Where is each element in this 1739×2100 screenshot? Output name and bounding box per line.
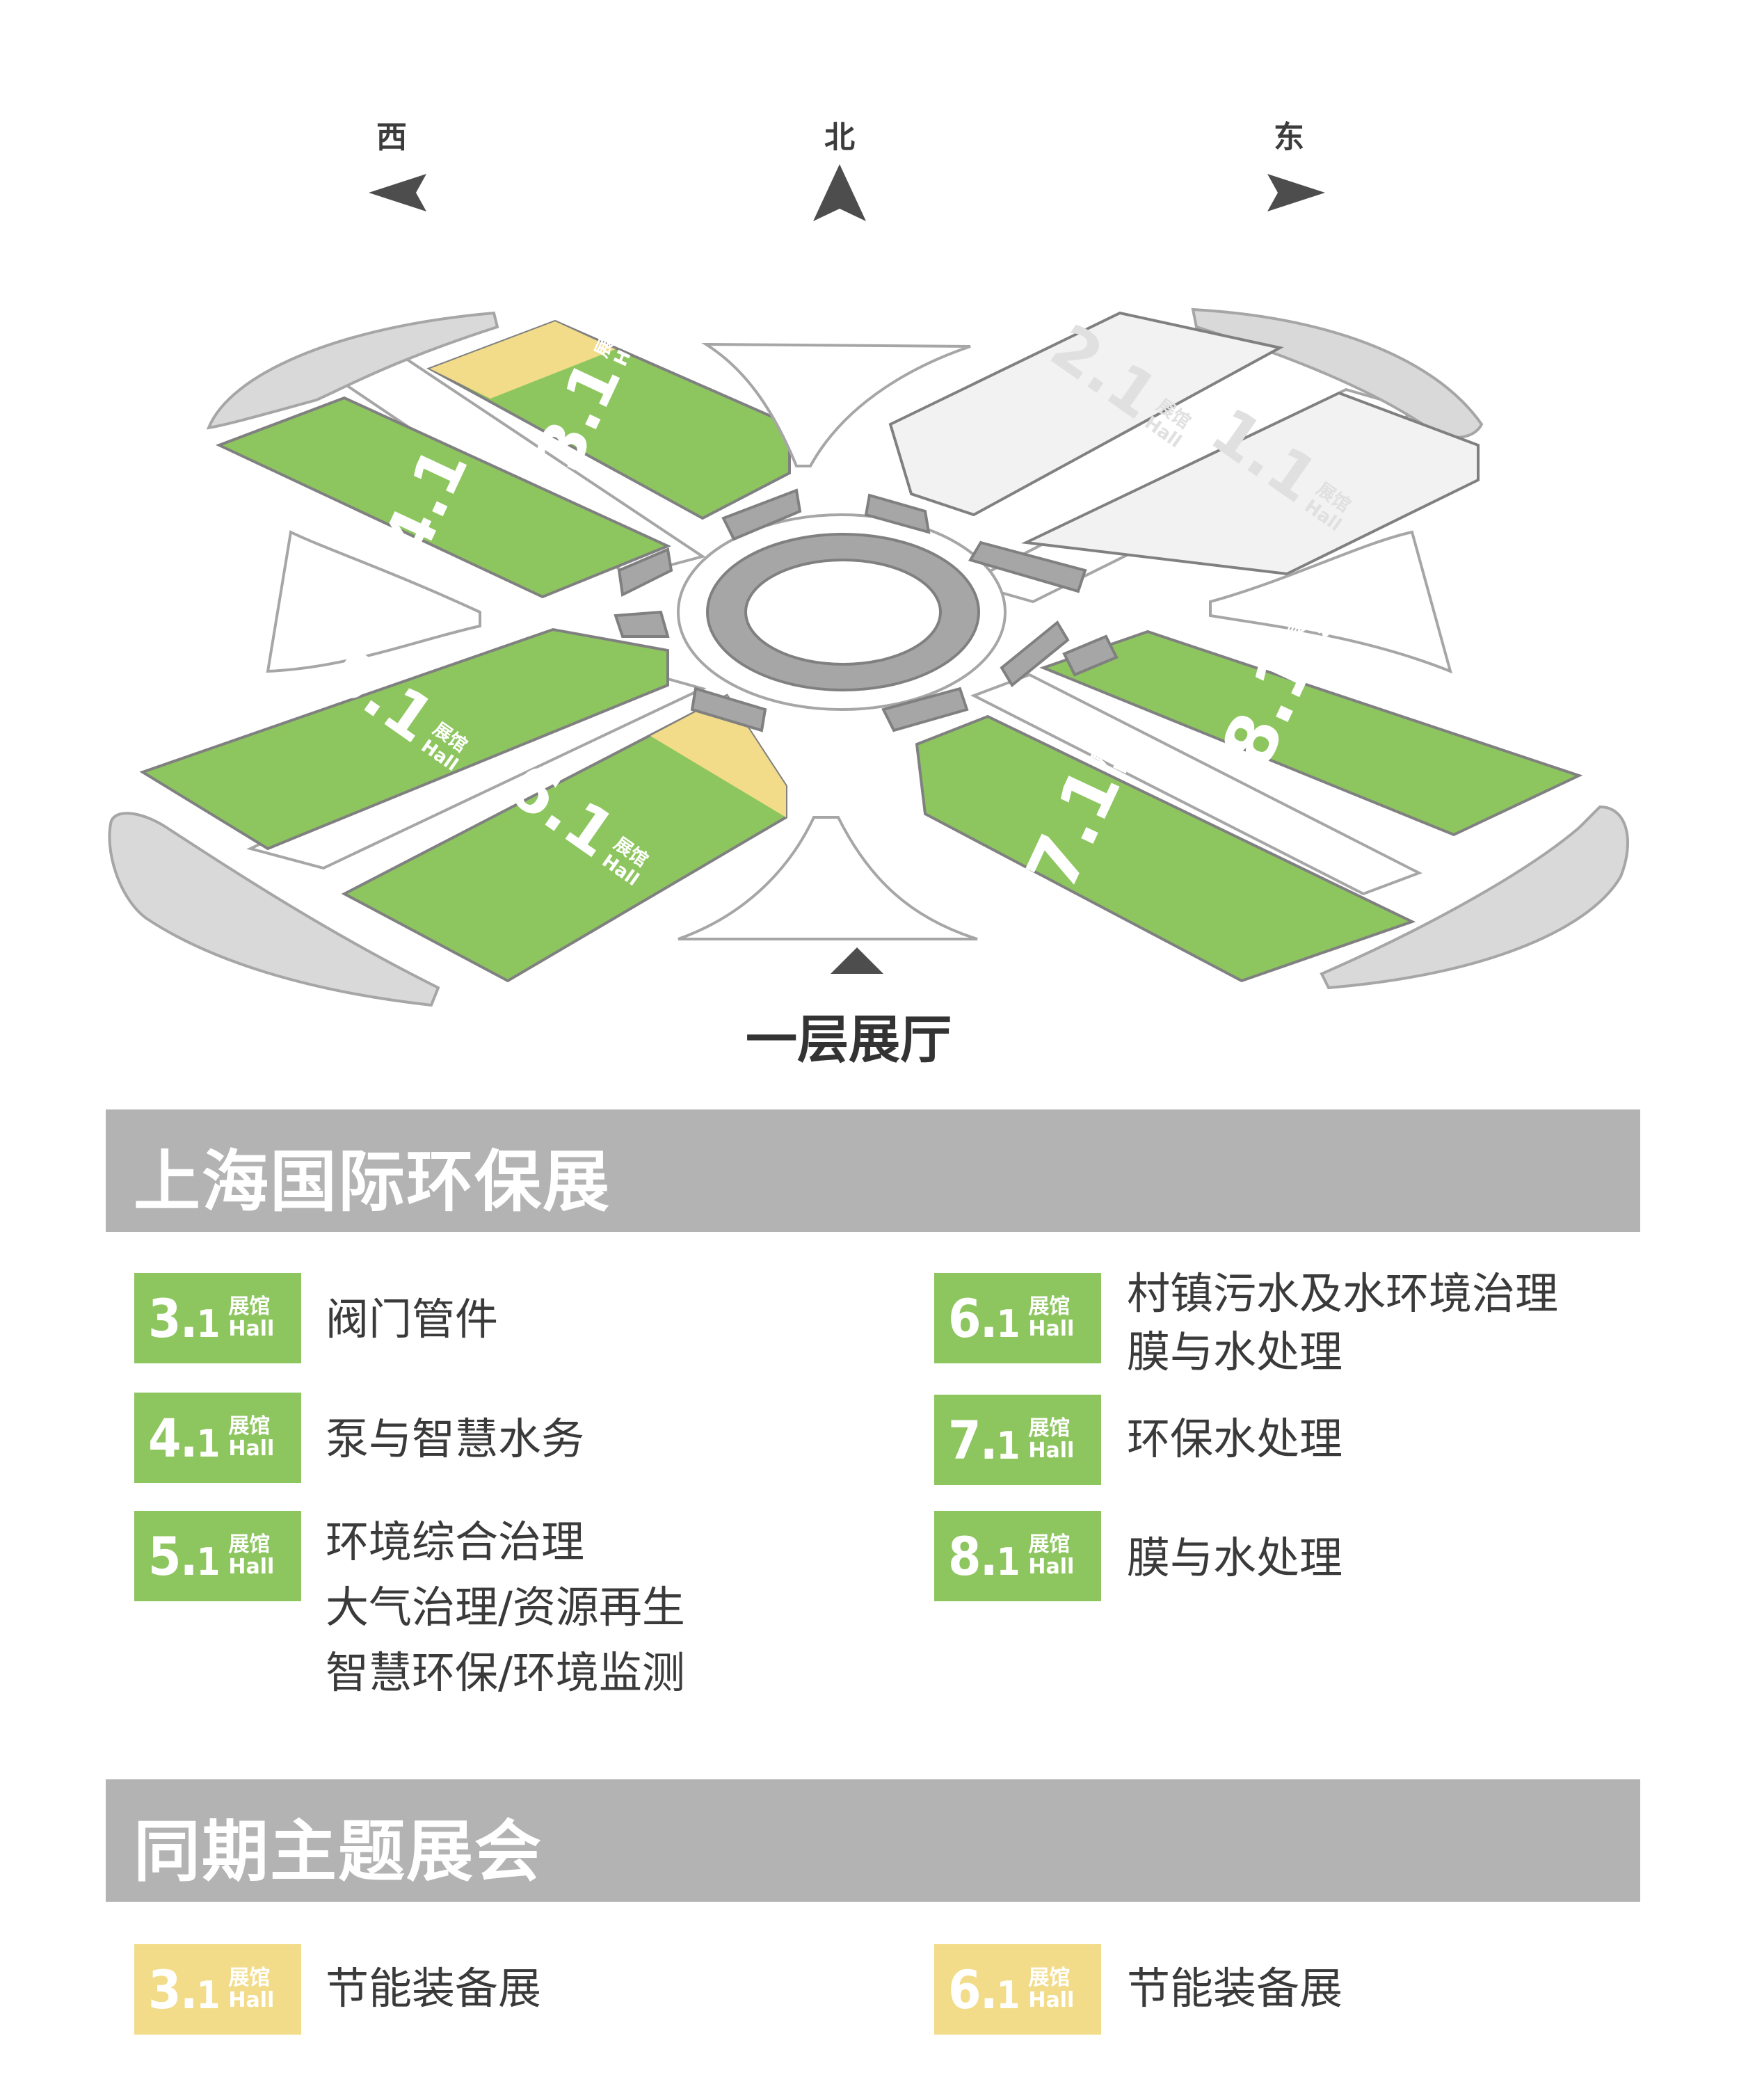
entrance-wings xyxy=(266,342,1452,940)
section-header-main-expo: 上海国际环保展 xyxy=(106,1109,1640,1232)
hall-2-1-shape[interactable] xyxy=(888,311,1284,517)
hall-5-1-shape[interactable] xyxy=(139,627,669,851)
compass: 西 北 东 xyxy=(369,120,1325,221)
end-caps xyxy=(108,307,1629,1007)
badge-number: 8.1 xyxy=(948,1525,1020,1587)
badge-number: 6.1 xyxy=(948,1958,1020,2021)
entrance-arrow-icon xyxy=(831,947,883,974)
hall-6-1-concurrent-zone xyxy=(650,696,786,817)
hall-8-1-description: 膜与水处理 xyxy=(1127,1532,1343,1583)
east-arrow-icon xyxy=(1267,174,1325,211)
central-roundabout xyxy=(614,488,1119,732)
badge-number: 3.1 xyxy=(148,1287,220,1349)
hall-4-1-shape[interactable] xyxy=(215,396,672,599)
badge-number: 5.1 xyxy=(148,1525,220,1587)
concurrent-3-1-description: 节能装备展 xyxy=(326,1963,542,2014)
section-header-concurrent-expo: 同期主题展会 xyxy=(106,1779,1640,1902)
hall-6-1-description: 村镇污水及水环境治理 膜与水处理 xyxy=(1127,1268,1559,1377)
north-arrow-icon xyxy=(813,164,866,221)
hall-5-1-description: 环境综合治理 大气治理/资源再生 智慧环保/环境监测 xyxy=(326,1516,685,1698)
floor-map: 西 北 东 xyxy=(108,120,1629,1070)
badge-number: 4.1 xyxy=(148,1406,220,1469)
section-title: 同期主题展会 xyxy=(134,1813,543,1891)
compass-west-label: 西 xyxy=(376,120,407,155)
halls xyxy=(139,311,1583,983)
hall-3-1-concurrent-zone xyxy=(430,321,616,399)
compass-north-label: 北 xyxy=(824,120,855,155)
concurrent-6-1-description: 节能装备展 xyxy=(1127,1963,1343,2014)
hall-7-1-description: 环保水处理 xyxy=(1127,1413,1343,1464)
badge-number: 6.1 xyxy=(948,1287,1020,1349)
west-arrow-icon xyxy=(369,174,426,211)
badge-number: 7.1 xyxy=(948,1409,1020,1471)
hall-7-1-shape[interactable] xyxy=(915,714,1416,983)
compass-east-label: 东 xyxy=(1274,120,1304,155)
hall-4-1-description: 泵与智慧水务 xyxy=(326,1413,585,1464)
floor-label: 一层展厅 xyxy=(746,1010,952,1070)
hall-3-1-description: 阀门管件 xyxy=(326,1294,499,1345)
badge-number: 3.1 xyxy=(148,1958,220,2021)
hall-8-1-shape[interactable] xyxy=(1039,630,1583,837)
section-title: 上海国际环保展 xyxy=(134,1143,611,1221)
hall-1-1-shape[interactable] xyxy=(1020,391,1480,576)
